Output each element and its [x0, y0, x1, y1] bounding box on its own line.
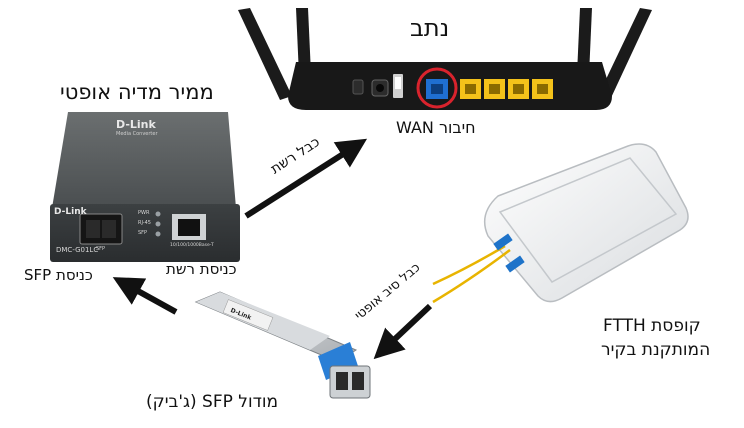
converter-top-face: [52, 112, 236, 208]
fiber-connector-1: [493, 233, 513, 251]
converter-led-rj45-indicator: [155, 221, 161, 227]
arrow-converter-to-wan: [244, 138, 368, 219]
sfp-module: [194, 291, 371, 399]
converter-led-pwr-indicator: [155, 211, 161, 217]
router-antenna-right-outer: [598, 8, 652, 100]
converter-led-sfp-label: SFP: [138, 230, 148, 236]
fiber-cables: [432, 233, 525, 304]
wan-port-label: חיבור WAN: [396, 118, 476, 137]
wan-highlight-circle: [416, 67, 458, 109]
converter-led-pwr-label: PWR: [138, 210, 150, 216]
fiber-connector-2: [505, 255, 525, 273]
fiber-cable-2: [432, 244, 506, 286]
sfp-latch: [318, 342, 358, 380]
ftth-box-body: [483, 143, 689, 303]
router: [238, 8, 652, 110]
fiber-cable-1: [432, 248, 511, 304]
ftth-box-label-line2: המותקנת בקיר: [601, 340, 711, 360]
ftth-box-label-line1: קופסת FTTH: [603, 316, 701, 336]
sfp-port-label: כניסת SFP: [24, 266, 93, 284]
sfp-module-label: [222, 299, 274, 331]
converter-led-rj45-label: RJ-45: [138, 220, 151, 226]
router-title: נתב: [410, 14, 450, 42]
converter-subtitle-mark: Media Converter: [116, 131, 158, 137]
arrow-sfp-to-converter: [112, 277, 178, 315]
ftth-wall-box: [483, 143, 689, 303]
converter-model-mark: DMC-G01LC: [56, 246, 99, 254]
router-power-switch: [352, 79, 364, 95]
router-body: [288, 62, 612, 110]
network-port-label: כניסת רשת: [166, 260, 237, 278]
sfp-module-label-text: מודול SFP (ג'ביק): [146, 392, 279, 412]
converter-led-sfp-indicator: [155, 231, 161, 237]
converter-port-caption: 10/100/1000Base-T: [170, 243, 214, 248]
media-converter: [50, 112, 240, 262]
converter-brand-mark: D-Link: [116, 118, 156, 131]
arrow-ftth-to-sfp: [373, 303, 433, 360]
router-antenna-left-outer: [238, 8, 292, 100]
media-converter-title: ממיר מדיה אופטי: [60, 80, 214, 104]
converter-front-brand: D-Link: [54, 207, 87, 217]
converter-sfp-caption: SFP: [96, 246, 106, 252]
